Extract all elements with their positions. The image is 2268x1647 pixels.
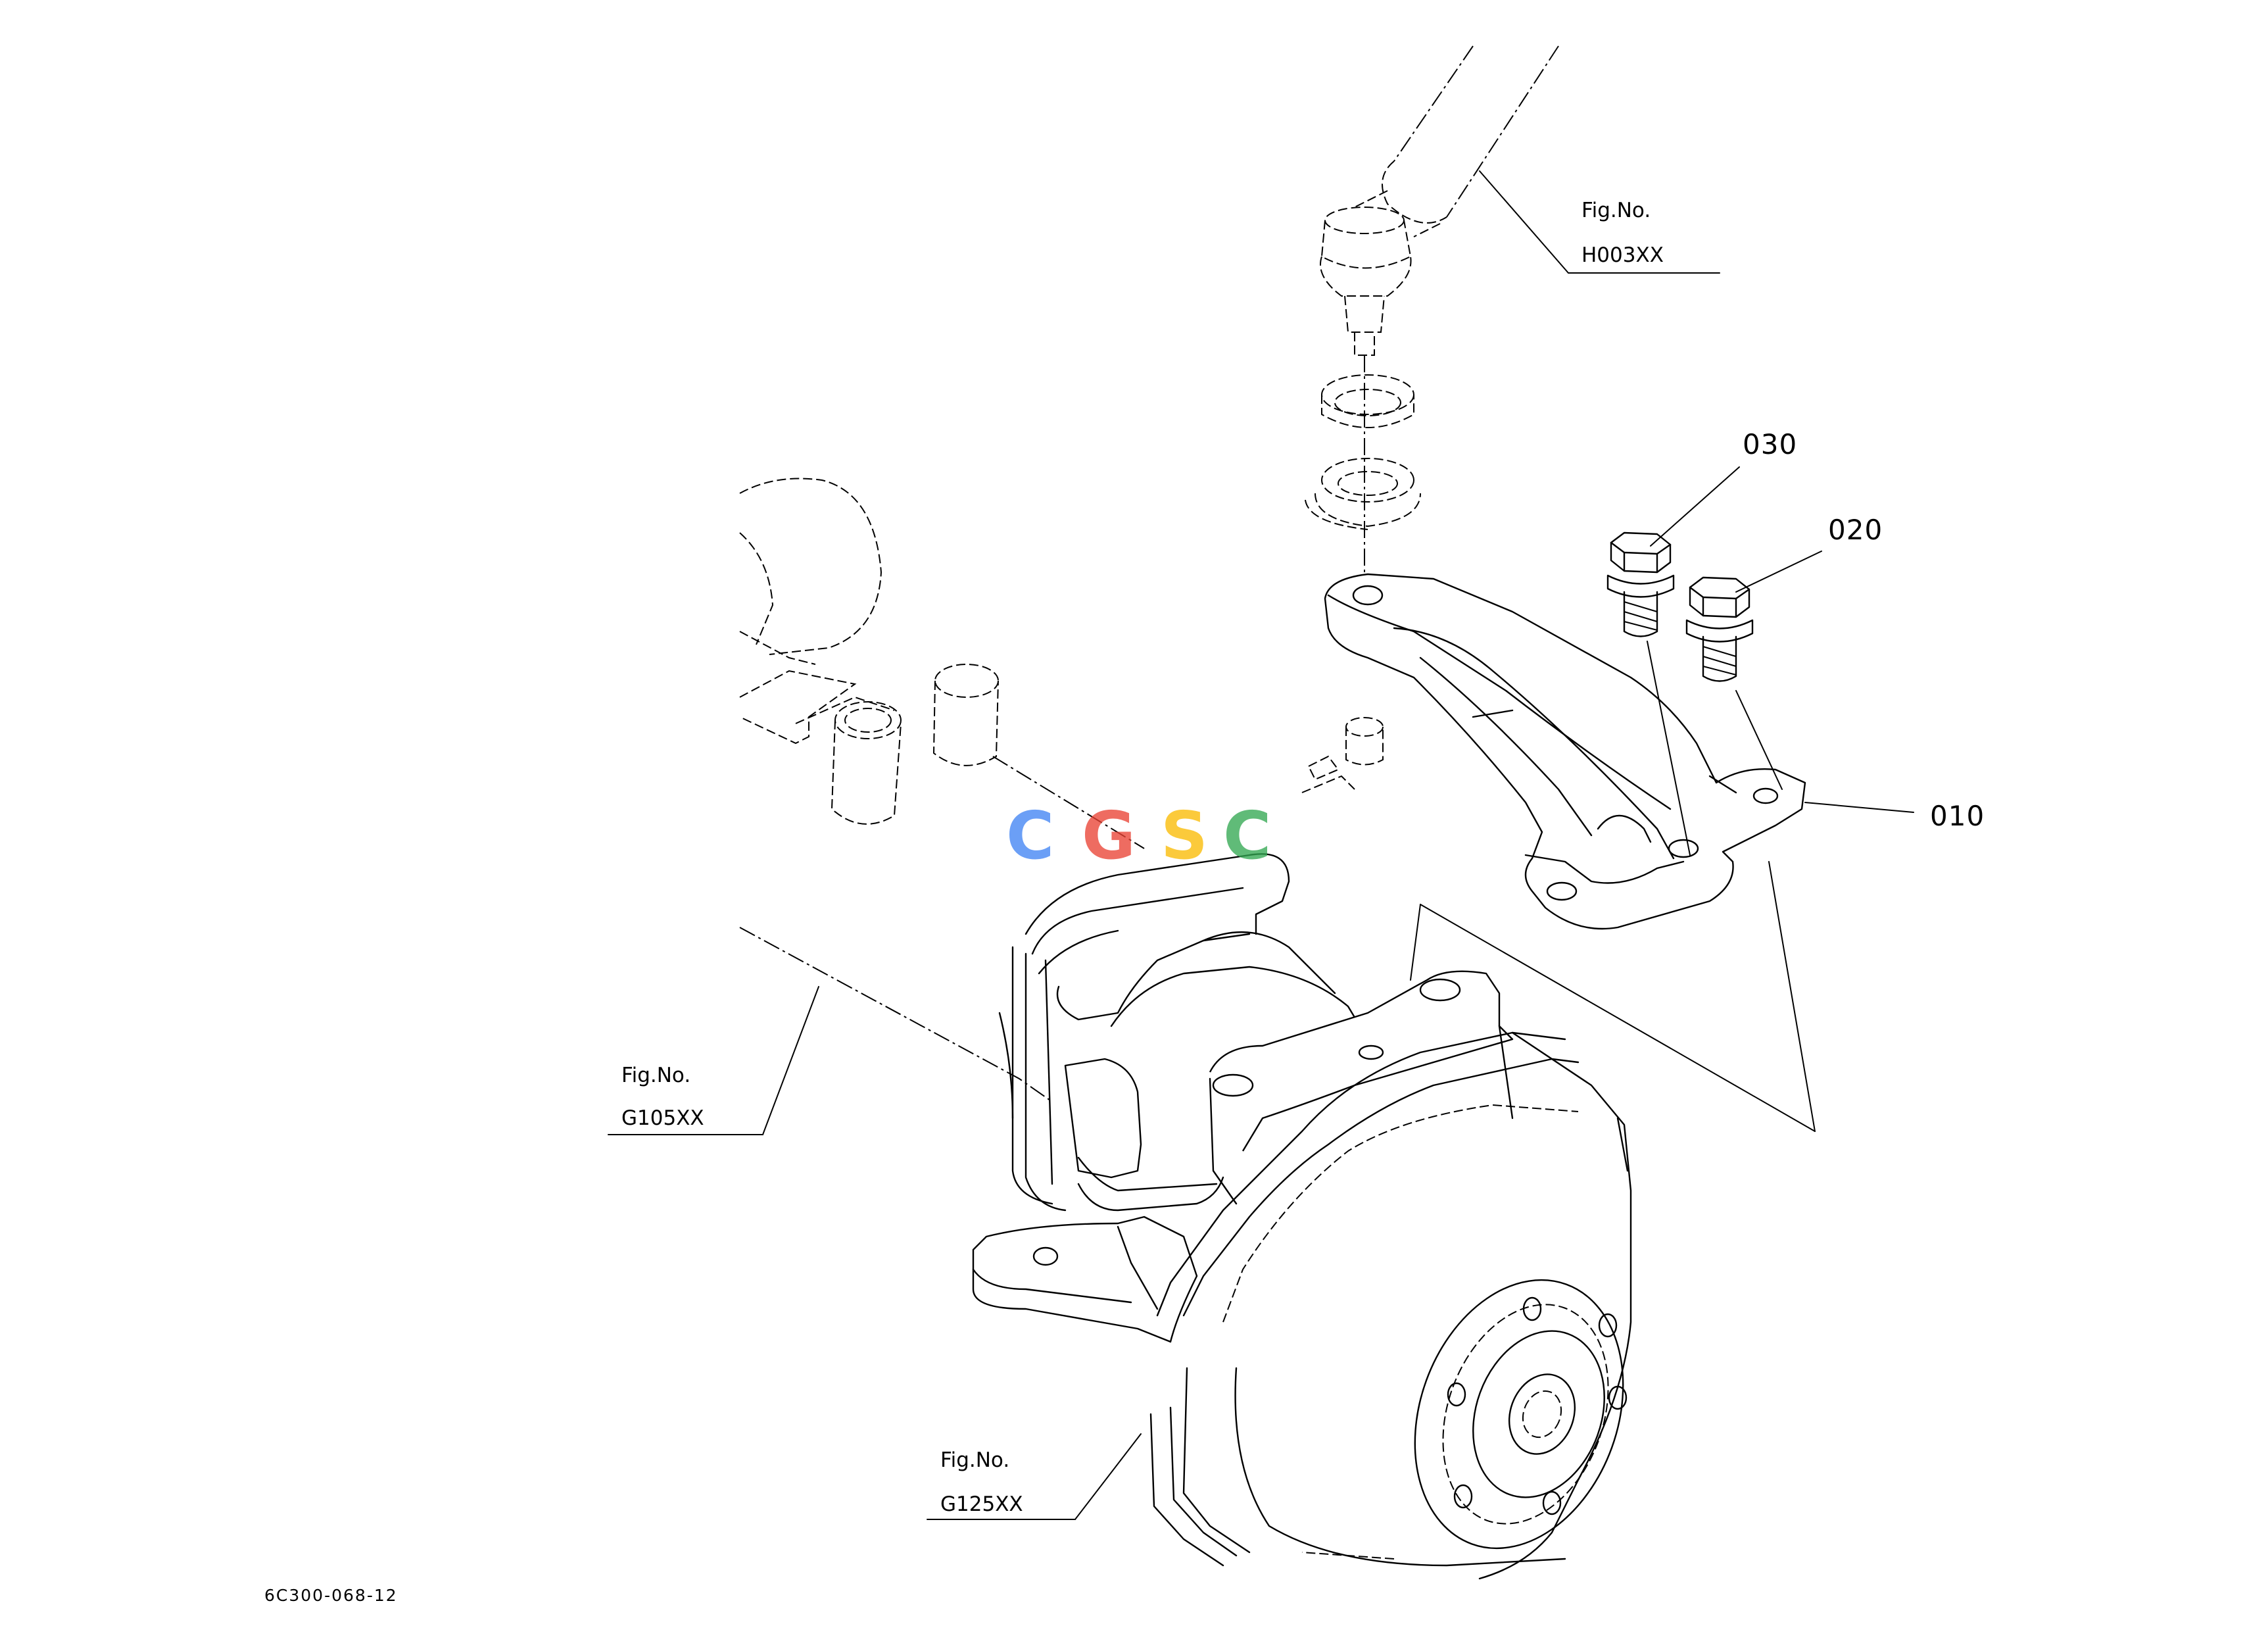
fig-ref-h003xx: Fig.No. H003XX (1581, 199, 1664, 267)
fig-ref-g105xx-line1: Fig.No. (621, 1064, 690, 1087)
watermark-letter-g: G (1082, 797, 1136, 874)
leader-lines (608, 170, 1914, 1520)
bolt-020 (1685, 576, 1783, 790)
axle-phantom (739, 478, 1145, 849)
assembly-lines (1410, 861, 1816, 1132)
tie-rod-end-phantom (1320, 207, 1412, 572)
tie-rod-phantom (1354, 45, 1559, 237)
watermark-letter-s: S (1161, 797, 1208, 874)
collar-phantom (1301, 717, 1384, 793)
bolt-030 (1606, 531, 1691, 856)
wheel-hub-disc (1149, 1031, 1632, 1580)
dust-seal-phantom (1305, 374, 1421, 530)
knuckle-arm-010 (1324, 573, 1806, 930)
part-label-010: 010 (1930, 800, 1985, 832)
axle-centerline (739, 927, 1053, 1102)
steering-knuckle (972, 853, 1514, 1343)
fig-ref-g105xx: Fig.No. G105XX (621, 1064, 704, 1130)
fig-ref-g125xx-line1: Fig.No. (940, 1448, 1009, 1472)
watermark-letter-c1: C (1006, 797, 1054, 874)
fig-ref-h003xx-line1: Fig.No. (1581, 199, 1651, 222)
fig-ref-h003xx-line2: H003XX (1581, 243, 1664, 267)
fig-ref-g105xx-line2: G105XX (621, 1106, 704, 1130)
watermark-logo: C G S C (1006, 797, 1271, 874)
part-label-030: 030 (1743, 428, 1797, 460)
fig-ref-g125xx-line2: G125XX (940, 1492, 1023, 1516)
part-label-020: 020 (1828, 514, 1883, 546)
fig-ref-g125xx: Fig.No. G125XX (940, 1448, 1023, 1516)
watermark-letter-c2: C (1223, 797, 1271, 874)
diagram-code: 6C300-068-12 (264, 1586, 398, 1605)
